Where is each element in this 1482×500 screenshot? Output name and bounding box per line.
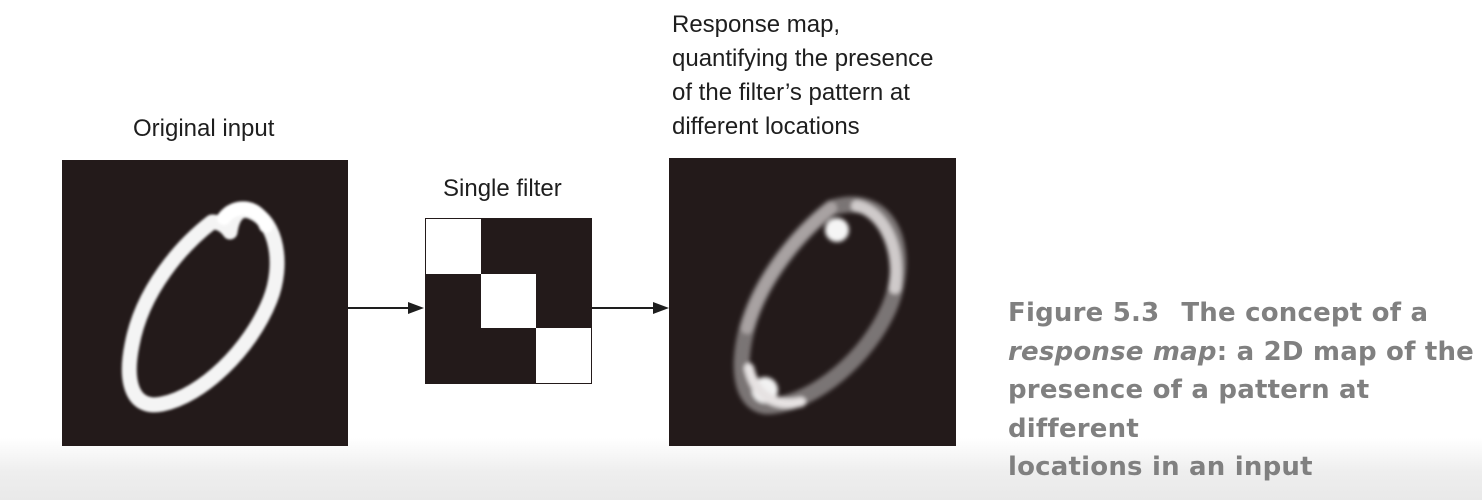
filter-cell-2-1 [481, 328, 536, 383]
original-input-label: Original input [133, 115, 275, 142]
response-hotspot-top [825, 218, 849, 242]
caption-line-4: locations in an input [1008, 452, 1313, 482]
filter-cell-0-2 [536, 219, 591, 274]
filter-cell-0-1 [481, 219, 536, 274]
caption-line-1: Figure 5.3 The concept of a [1008, 294, 1482, 333]
response-left-edge [741, 202, 837, 334]
filter-cell-1-2 [536, 273, 591, 329]
arrow-input-to-filter [348, 302, 424, 314]
caption-line-3: presence of a pattern at different [1008, 375, 1370, 444]
filter-cell-1-1 [481, 273, 536, 329]
response-map-label: Response map, quantifying the presence o… [672, 8, 934, 144]
figure-number: Figure 5.3 [1008, 298, 1160, 328]
filter-cell-2-0 [426, 328, 481, 383]
response-map-image [669, 158, 956, 446]
response-right-edge [851, 200, 902, 294]
single-filter-label: Single filter [443, 175, 562, 202]
arrow-filter-to-response [592, 302, 669, 314]
response-map-label-line-4: different locations [672, 113, 860, 140]
bottom-gradient [0, 438, 1482, 500]
caption-lead: The concept of a [1181, 298, 1429, 328]
filter-cell-2-2 [536, 328, 591, 383]
caption-line-2: response map: a 2D map of the [1008, 333, 1482, 372]
digit-stroke [121, 203, 285, 413]
digit-top-stroke [217, 201, 273, 233]
response-map-drawing [733, 196, 907, 415]
caption-emphasis: response map [1008, 336, 1217, 367]
filter-cell-1-0 [426, 273, 481, 329]
filter-cell-0-0 [426, 219, 481, 274]
single-filter-grid [425, 218, 592, 384]
response-ring [733, 196, 907, 415]
response-map-label-line-3: of the filter’s pattern at [672, 79, 910, 106]
caption-rest: : a 2D map of the [1216, 336, 1475, 367]
digit-zero-drawing [121, 201, 285, 413]
figure-caption: Figure 5.3 The concept of a response map:… [1008, 294, 1482, 487]
original-input-image [62, 160, 348, 446]
response-map-label-line-2: quantifying the presence [672, 45, 934, 72]
response-map-label-line-1: Response map, [672, 11, 841, 38]
response-bottom-edge [744, 363, 806, 409]
